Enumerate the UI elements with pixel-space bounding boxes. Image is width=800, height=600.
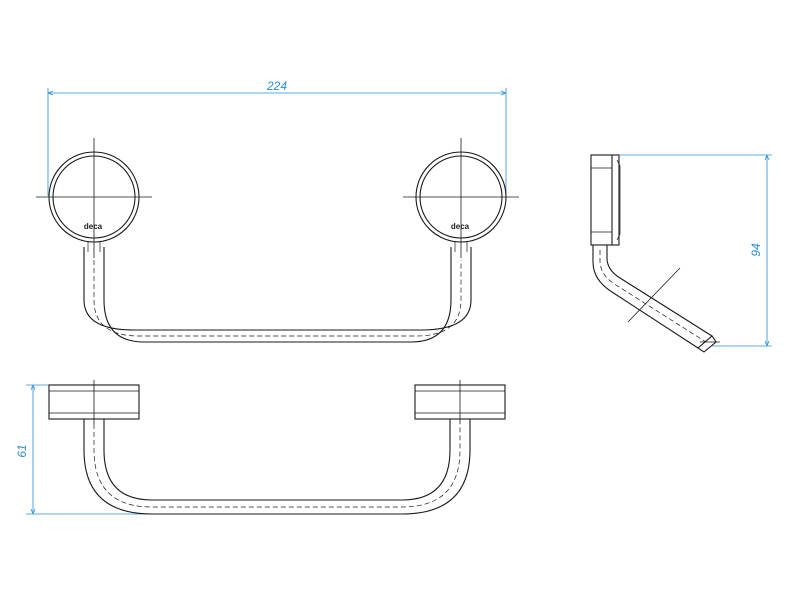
logo-left: deca [84, 222, 103, 231]
top-bar [83, 419, 471, 515]
top-left-mount [48, 380, 140, 424]
front-bar [83, 247, 472, 343]
dimension-depth: 61 [15, 384, 152, 515]
dimension-height-label: 94 [749, 243, 763, 257]
dimension-width-label: 224 [266, 79, 287, 93]
side-view: 94 [590, 154, 772, 353]
logo-right: deca [451, 222, 470, 231]
front-view: 224 deca deca [36, 79, 519, 343]
dimension-width: 224 [47, 79, 507, 196]
top-view: 61 [15, 380, 506, 515]
side-wall-plate [590, 154, 621, 246]
side-arm [592, 245, 720, 353]
left-rosette: deca [36, 138, 152, 258]
top-right-mount [414, 380, 506, 424]
dimension-depth-label: 61 [15, 444, 29, 457]
dimension-height: 94 [620, 154, 772, 347]
right-rosette: deca [403, 138, 519, 258]
